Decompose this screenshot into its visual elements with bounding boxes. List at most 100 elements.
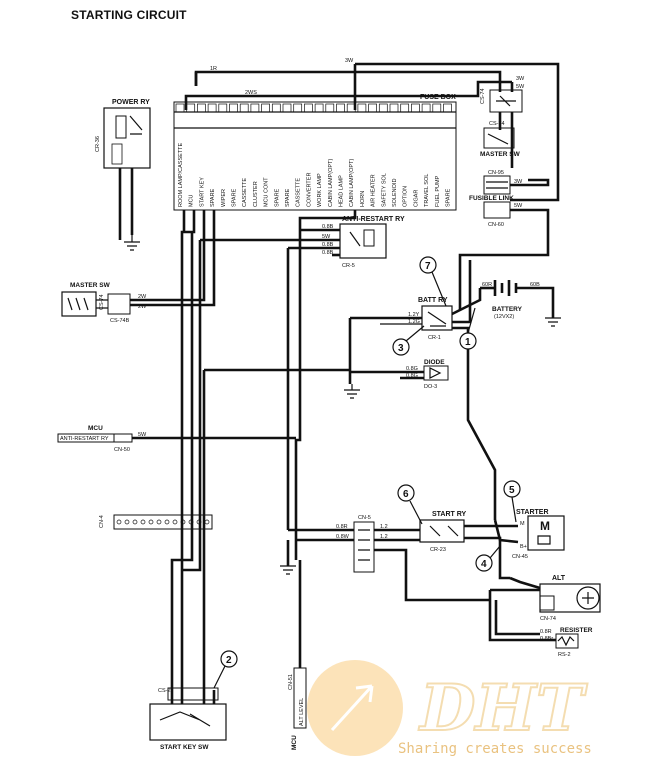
fuse-label: CABIN LAMP(OPT) <box>328 159 334 207</box>
svg-text:CS-74B: CS-74B <box>110 318 130 324</box>
svg-text:3: 3 <box>398 343 404 354</box>
svg-text:CR-5: CR-5 <box>342 263 355 269</box>
svg-text:0.8Br: 0.8Br <box>540 636 553 642</box>
fuse-label: SOLENOID <box>392 179 398 207</box>
svg-text:5W: 5W <box>516 84 525 90</box>
fuse-label: FUEL PUMP <box>435 175 441 207</box>
power-ry-label: POWER RY <box>112 99 150 106</box>
fuse-slot <box>411 103 420 113</box>
starter-motor: STARTER M M B+ CN-45 <box>493 509 565 560</box>
diode: DIODE DO-3 <box>202 359 449 690</box>
fuse-slot <box>325 103 335 113</box>
svg-text:3W: 3W <box>516 76 525 82</box>
fuse-slot <box>432 103 442 113</box>
svg-text:1.2G: 1.2G <box>408 319 420 325</box>
master-switch-top: CS-74 CS-74 MASTER SW <box>480 88 523 168</box>
svg-text:RS-2: RS-2 <box>558 652 571 658</box>
resister-label: RESISTER <box>560 627 593 634</box>
fuse-slot <box>357 103 367 113</box>
svg-text:3W: 3W <box>514 179 523 185</box>
arrow-icon <box>330 684 374 732</box>
svg-text:0.8W: 0.8W <box>336 534 350 540</box>
fuse-slot <box>443 103 452 113</box>
svg-text:1R: 1R <box>210 66 217 72</box>
fuse-label: CABIN LAMP(OPT) <box>349 159 355 207</box>
svg-text:B+: B+ <box>520 544 527 550</box>
starter-label: STARTER <box>516 509 549 516</box>
fuse-label: HORN <box>360 191 366 207</box>
svg-text:0.8B: 0.8B <box>322 224 334 230</box>
svg-text:CN-45: CN-45 <box>512 554 528 560</box>
fuse-label: SPARE <box>285 188 291 207</box>
mcu-bottom-label: MCU <box>291 735 298 750</box>
connector-pin <box>180 519 186 525</box>
watermark-circle-icon <box>307 660 403 756</box>
fuse-slot <box>218 103 228 113</box>
marker-3: 3 <box>392 325 425 356</box>
svg-text:CN-5: CN-5 <box>358 515 371 521</box>
connector-pin <box>116 519 122 525</box>
svg-text:ALT LEVEL: ALT LEVEL <box>299 698 305 726</box>
svg-text:0.8B: 0.8B <box>322 242 334 248</box>
connector-cn5: CN-5 <box>280 515 490 602</box>
fuse-slot <box>197 103 206 113</box>
svg-text:5W: 5W <box>514 203 523 209</box>
svg-text:1: 1 <box>465 337 471 348</box>
svg-text:DO-3: DO-3 <box>424 384 437 390</box>
page-title: STARTING CIRCUIT <box>71 8 187 22</box>
fuse-slot <box>229 103 238 113</box>
fuse-label: SAFETY SOL <box>381 173 387 207</box>
alt-label: ALT <box>552 575 566 582</box>
svg-text:CS-74: CS-74 <box>99 294 105 310</box>
marker-7: 7 <box>419 256 447 307</box>
connector-pin <box>140 519 146 525</box>
fuse-box-label: FUSE BOX <box>420 94 456 101</box>
fuse-label: CASSETTE <box>296 178 302 207</box>
battery-label: BATTERY <box>492 306 523 313</box>
marker-1: 1 <box>459 307 477 350</box>
marker-4: 4 <box>475 545 501 572</box>
fuse-slot <box>186 103 196 113</box>
fuse-label: AIR HEATER <box>371 174 377 207</box>
svg-text:2: 2 <box>226 655 232 666</box>
svg-text:6: 6 <box>403 489 409 500</box>
svg-text:60R: 60R <box>482 282 492 288</box>
svg-text:CN-95: CN-95 <box>488 170 504 176</box>
marker-6: 6 <box>397 484 423 525</box>
alternator: ALT CN-74 <box>488 575 601 642</box>
connector-cn4: CN-4 <box>99 514 213 530</box>
connector-pin <box>204 519 210 525</box>
svg-text:CS-74: CS-74 <box>480 88 486 104</box>
connector-pin <box>148 519 154 525</box>
svg-text:0.8G: 0.8G <box>406 366 418 372</box>
watermark-slogan: Sharing creates success <box>398 741 592 757</box>
svg-text:CN-74: CN-74 <box>540 616 556 622</box>
watermark: DHT Sharing creates success <box>307 660 592 757</box>
fuse-label: CLUSTER <box>253 181 259 207</box>
start-key-switch: CS-2 START KEY SW <box>149 687 227 751</box>
fuse-slot <box>378 103 388 113</box>
svg-text:60B: 60B <box>530 282 540 288</box>
start-relay: START RY CR-23 <box>419 511 518 580</box>
mcu-left-label: MCU <box>88 425 103 432</box>
fuse-slot <box>271 103 281 113</box>
svg-text:CS-2: CS-2 <box>158 688 171 694</box>
svg-text:5W: 5W <box>322 234 331 240</box>
battery-relay: BATT RY CR-1 <box>348 288 497 520</box>
fuse-slot <box>389 103 399 113</box>
fuse-slot <box>400 103 410 113</box>
fuse-slot <box>293 103 303 113</box>
svg-text:CS-74: CS-74 <box>489 121 505 127</box>
batt-ry-label: BATT RY <box>418 297 448 304</box>
fuse-slot <box>314 103 324 113</box>
fuse-slot <box>368 103 377 113</box>
fuse-label: TRAVEL SOL <box>424 174 430 207</box>
svg-text:2WS: 2WS <box>245 90 257 96</box>
svg-text:M: M <box>540 519 550 533</box>
svg-text:5: 5 <box>509 485 515 496</box>
fuse-slot <box>421 103 431 113</box>
svg-text:0.8G: 0.8G <box>406 373 418 379</box>
connector-pin <box>156 519 162 525</box>
